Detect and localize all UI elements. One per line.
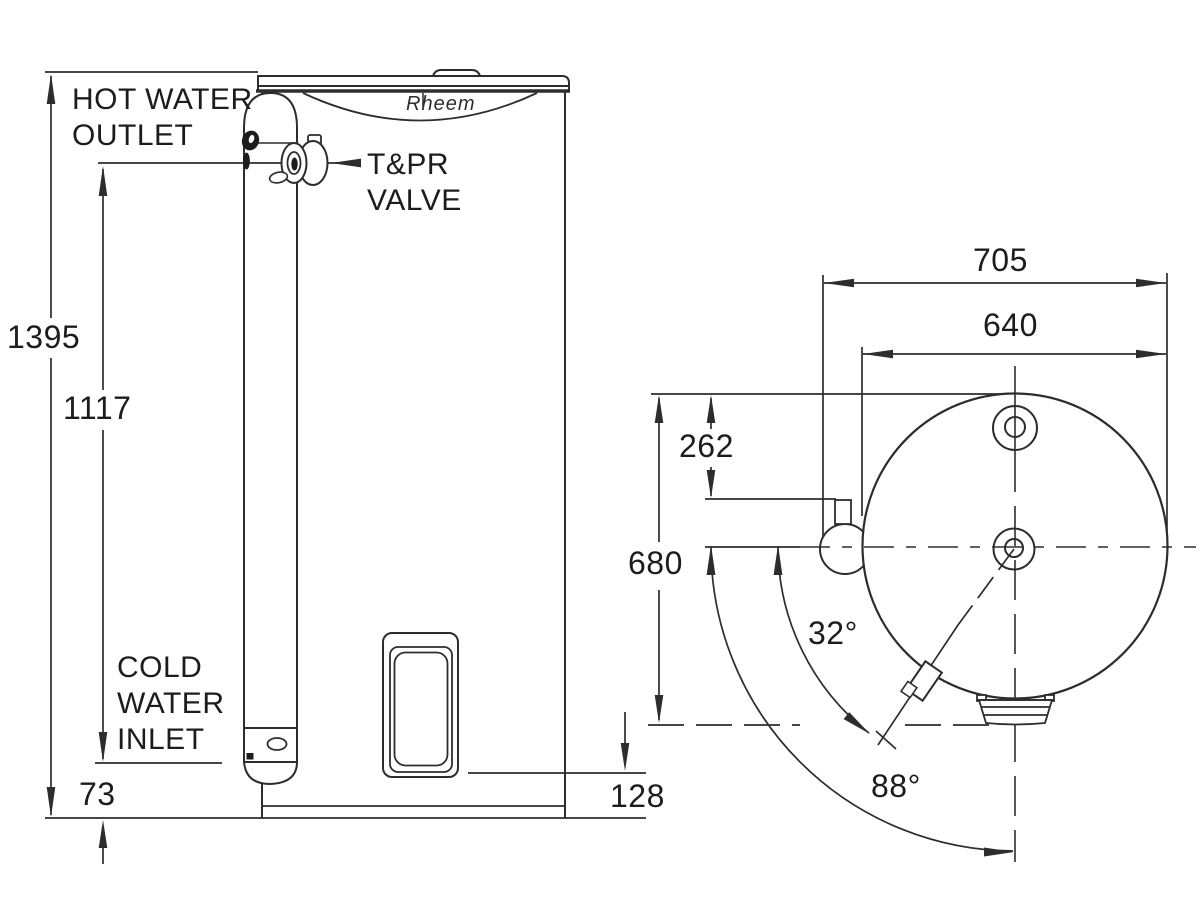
tpr-valve-line2: VALVE (367, 184, 462, 217)
dim-inlet-height: 73 (77, 776, 118, 812)
brand-logo: Rheem (406, 93, 476, 115)
dim-connection-offset: 680 (626, 545, 685, 581)
water-pipe (243, 91, 298, 735)
tpr-valve-assembly (241, 130, 361, 186)
angle-arcs (706, 545, 1014, 857)
drain-fitting (976, 694, 1055, 726)
dim-overall-height: 1395 (5, 319, 83, 355)
cold-water-inlet-line2: WATER (117, 687, 225, 720)
hot-water-outlet-line1: HOT WATER (72, 83, 253, 116)
access-panel (382, 632, 459, 778)
tpr-valve-line1: T&PR (367, 148, 450, 181)
dim-valve-offset: 262 (677, 428, 736, 464)
dim-overall-depth: 705 (971, 242, 1030, 278)
dim-tank-diameter: 640 (981, 307, 1040, 343)
anode-assembly (875, 548, 1015, 750)
angle-sweep: 88° (869, 768, 923, 804)
front-view-dimension-lines (45, 71, 646, 864)
logo-swoosh (302, 92, 538, 122)
cold-water-inlet-line3: INLET (117, 723, 205, 756)
angle-anode: 32° (806, 615, 860, 651)
cold-inlet-elbow (242, 727, 299, 786)
arc-88deg (710, 546, 1014, 852)
dim-panel-height: 128 (608, 778, 667, 814)
plan-ports (992, 405, 1038, 571)
plan-view-dimension-lines (648, 273, 1168, 726)
leader-arrowhead (331, 158, 361, 168)
hot-water-outlet-line2: OUTLET (72, 119, 194, 152)
cold-water-inlet-line1: COLD (117, 651, 203, 684)
dim-valve-height: 1117 (61, 390, 134, 426)
